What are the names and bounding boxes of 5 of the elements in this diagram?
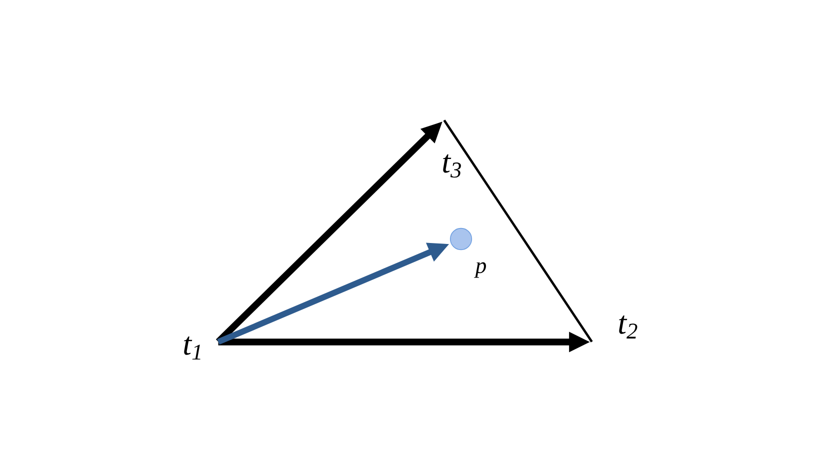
- point-dot: [450, 228, 472, 250]
- vertex-label: t$_{2}$: [619, 316, 638, 338]
- vertex-label: t$_{3}$: [443, 154, 461, 178]
- vertex-label: t$_{1}$: [184, 336, 200, 360]
- point-label: p: [474, 262, 486, 278]
